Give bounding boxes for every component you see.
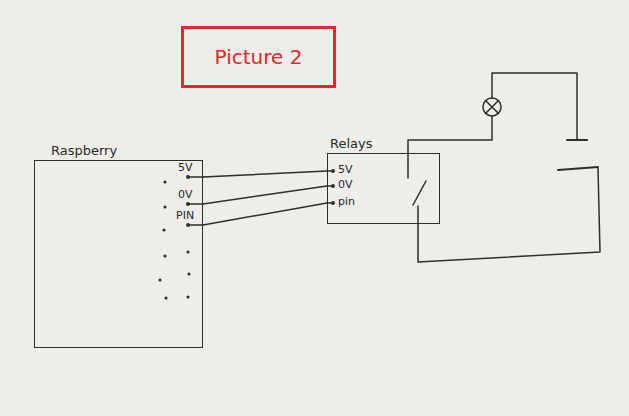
- title-box: Picture 2: [181, 26, 336, 88]
- box-heading: Relays: [330, 136, 373, 151]
- pin-dots: [158, 169, 335, 300]
- signal-wire: [203, 186, 327, 204]
- battery-plate: [558, 167, 598, 170]
- pin-label: 0V: [338, 179, 353, 191]
- signal-wire: [203, 203, 327, 225]
- pin-label: PIN: [176, 210, 194, 222]
- lamp-cross: [486, 101, 498, 113]
- switch-contact: [407, 168, 409, 178]
- pin-label: 5V: [338, 164, 353, 176]
- wire: [418, 168, 600, 262]
- signal-wire: [203, 171, 327, 177]
- wire: [408, 116, 492, 168]
- pin-label: 0V: [178, 189, 193, 201]
- raspberry-box: Raspberry: [34, 160, 203, 348]
- pin-label: pin: [338, 196, 355, 208]
- pin-label: 5V: [178, 162, 193, 174]
- battery-plate: [567, 139, 587, 141]
- wire: [492, 73, 577, 140]
- lamp-symbol: [483, 98, 501, 116]
- box-title: Picture 2: [215, 45, 303, 69]
- box-heading: Raspberry: [51, 143, 117, 158]
- switch-symbol: [413, 181, 426, 205]
